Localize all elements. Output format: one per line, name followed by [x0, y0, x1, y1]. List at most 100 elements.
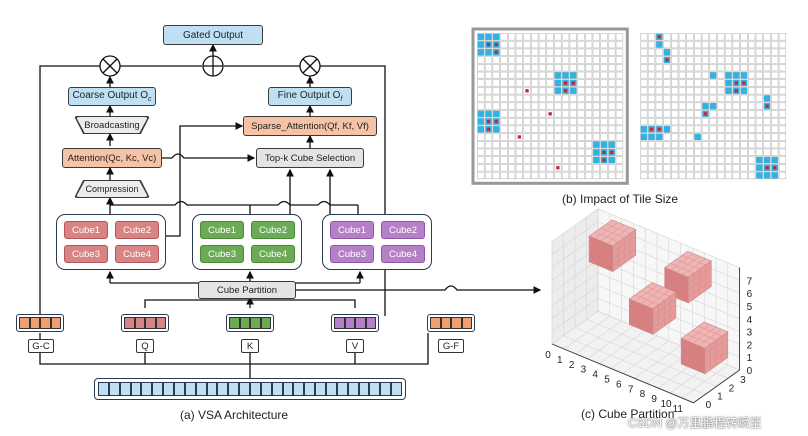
x-tick-label: 1: [557, 355, 563, 366]
y-tick-label: 0: [706, 400, 712, 411]
token-cell: [304, 382, 316, 396]
y-tick-label: 2: [729, 383, 735, 394]
token-gc: [16, 314, 64, 332]
cube-green-2: Cube2: [251, 221, 295, 239]
x-tick-label: 10: [660, 399, 672, 410]
cube-red-4: Cube4: [115, 245, 159, 263]
x-tick-label: 5: [604, 375, 610, 386]
y-tick-label: 1: [717, 392, 723, 403]
caption-tile-size: (b) Impact of Tile Size: [562, 192, 679, 206]
token-cell: [315, 382, 327, 396]
watermark: CSDN @万里鹏程转瞬至: [628, 416, 762, 430]
sparse-attention-box: Sparse_Attention(Qf, Kf, Vf): [243, 116, 377, 136]
attention-box: Attention(Qc, Kc, Vc): [62, 148, 162, 168]
attention-label: Attention(Qc, Kc, Vc): [67, 152, 157, 164]
cube-red-3: Cube3: [64, 245, 108, 263]
token-cell: [260, 382, 272, 396]
coarse-output-label: Coarse Output Oc: [72, 90, 152, 103]
token-cell: [141, 382, 153, 396]
token-cell: [119, 382, 131, 396]
gated-output-box: Gated Output: [163, 25, 263, 45]
cube-green-3: Cube3: [200, 245, 244, 263]
gated-output-label: Gated Output: [182, 29, 244, 41]
input-label-gc: G-C: [28, 339, 54, 353]
cube-partition-box: Cube Partition: [198, 281, 296, 299]
broadcasting-fill: Broadcasting: [76, 117, 148, 133]
cube-purple-2: Cube2: [381, 221, 425, 239]
cube-purple-1: Cube1: [330, 221, 374, 239]
y-tick-label: 3: [740, 375, 746, 386]
z-tick-label: 1: [747, 353, 753, 364]
token-cell: [239, 382, 251, 396]
cube-purple-4: Cube4: [381, 245, 425, 263]
z-tick-label: 6: [747, 289, 753, 300]
token-cell: [184, 382, 196, 396]
cube-partition-label: Cube Partition: [216, 284, 278, 296]
x-tick-label: 11: [673, 404, 684, 415]
token-cell: [98, 382, 109, 396]
token-cell: [250, 382, 261, 396]
cube-purple-3: Cube3: [330, 245, 374, 263]
compression-label: Compression: [85, 184, 139, 194]
broadcasting-label: Broadcasting: [84, 119, 140, 131]
sparse-attention-label: Sparse_Attention(Qf, Kf, Vf): [251, 120, 369, 132]
z-tick-label: 3: [747, 328, 753, 339]
x-tick-label: 9: [651, 394, 657, 405]
x-tick-label: 6: [616, 379, 622, 390]
tile-grid-small: [640, 33, 787, 180]
z-tick-label: 7: [747, 276, 753, 287]
z-tick-label: 5: [747, 302, 753, 313]
token-cell: [195, 382, 207, 396]
coarse-output-box: Coarse Output Oc: [68, 87, 156, 106]
y-axis-line: [693, 369, 740, 404]
caption-cube-partition: (c) Cube Partition: [581, 407, 675, 421]
x-tick-label: 3: [581, 365, 587, 376]
token-cell: [336, 382, 348, 396]
token-cell: [152, 382, 164, 396]
compression-fill: Compression: [76, 181, 148, 197]
cube-voxel-block-1: [588, 219, 637, 273]
token-cell: [369, 382, 381, 396]
input-label-q: Q: [136, 339, 154, 353]
cube-red-1: Cube1: [64, 221, 108, 239]
cube-voxel-block-4: [680, 321, 729, 375]
fine-output-label: Fine Output Of: [277, 90, 343, 103]
z-tick-label: 0: [747, 366, 753, 377]
token-k: [226, 314, 274, 332]
z-tick-label: 4: [747, 315, 753, 326]
x-tick-label: 7: [628, 384, 634, 395]
token-cell: [217, 382, 229, 396]
token-q: [121, 314, 169, 332]
token-v: [331, 314, 379, 332]
cube-group-purple: Cube1 Cube2 Cube3 Cube4: [322, 214, 432, 270]
cube-group-red: Cube1 Cube2 Cube3 Cube4: [56, 214, 166, 270]
x-tick-label: 2: [569, 360, 575, 371]
z-tick-label: 2: [747, 340, 753, 351]
x-axis-line: [551, 343, 694, 404]
token-gf: [427, 314, 475, 332]
token-cell: [130, 382, 142, 396]
token-cell: [228, 382, 240, 396]
token-cell: [163, 382, 175, 396]
tile-grid-large: [471, 27, 629, 185]
x-tick-label: 8: [640, 389, 646, 400]
token-cell: [347, 382, 359, 396]
token-cell: [326, 382, 337, 396]
input-label-v: V: [346, 339, 364, 353]
input-label-k: K: [241, 339, 259, 353]
token-cell: [391, 382, 403, 396]
x-tick-label: 4: [592, 370, 598, 381]
token-cell: [358, 382, 370, 396]
cube-green-4: Cube4: [251, 245, 295, 263]
fine-output-box: Fine Output Of: [268, 87, 352, 106]
topk-label: Top-k Cube Selection: [264, 152, 356, 164]
token-cell: [271, 382, 283, 396]
token-cell: [206, 382, 218, 396]
input-label-gf: G-F: [438, 339, 464, 353]
x-tick-label: 0: [545, 350, 551, 361]
token-cell: [282, 382, 294, 396]
